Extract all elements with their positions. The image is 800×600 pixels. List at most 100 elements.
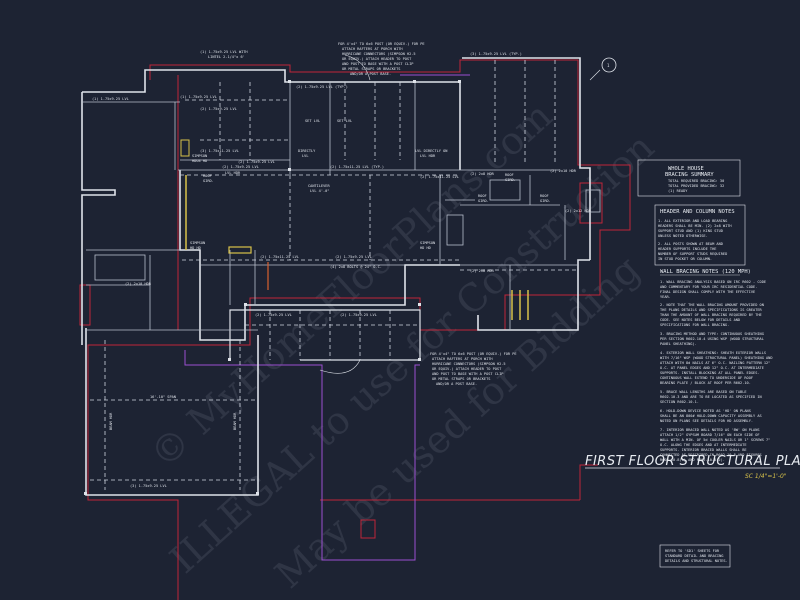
post-10 [256,492,259,495]
wall-notes-n5b: R602.10.3 AND ARE TO BE LOCATED AS SPECI… [660,395,762,399]
top-callout-c: HURRICANE CONNECTORS (SIMPSON H2.5 [342,52,416,56]
wall-notes-heading: WALL BRACING NOTES (120 MPH) [660,269,751,275]
label-truss3: (2) 1.75x9.25 LVL [255,313,292,317]
top-callout-d: OR EQUIV.) ATTACH HEADER TO POST [342,57,412,61]
wall-notes-n6b: SHALL BE AN 800# HOLD-DOWN CAPACITY ASSE… [660,414,762,418]
top-callout-f: OR METAL STRAPS OR BRACKETS [342,67,400,71]
red-outline-2 [579,464,598,500]
beam-lines [90,60,578,490]
label-hdr2: (2) 2x10 HDR [550,169,577,173]
watermark-line2: ILLEGAL to use for Construction [162,125,663,582]
wall-notes-n2c: THAN THE AMOUNT OF WALL BRACING REQUIRED… [660,313,762,317]
bracing-summary-l4: TOTAL PROVIDED BRACING: 32 [668,184,724,188]
label-truss2: (2) 1.75x9.25 LVL [335,255,372,259]
label-span4: (2) 1.75x11.25 LVL [420,175,459,179]
purple-lines [184,74,470,561]
bottom-callout-g: AND/OR A POST BASE. [436,382,477,386]
post-5 [244,303,247,306]
label-roof4b: GIRD. [505,178,516,182]
leader-top [344,54,371,81]
wall-notes-n4g: BEARING PLATE / BLOCK AT ROOF PER R602.1… [660,381,751,385]
header-notes-p2d: IN STUD POCKET OR COLUMN. [658,257,712,261]
bottom-callout-a: FOR 4'x4" TO 6x6 POST (OR EQUIV.) FOR PE [430,352,517,356]
wall-left [81,92,116,345]
top-callout-b: ATTACH RAFTERS AT PORCH WITH [342,47,403,51]
fireplace [446,214,464,246]
title-block: FIRST FLOOR STRUCTURAL PLAN SC 1/4"=1'-0… [585,454,800,480]
post-3 [458,80,461,83]
top-callout-g: AND/OR A POST BASE. [350,72,391,76]
label-direct: LVL DIRECTLY ON [415,149,447,153]
wall-notes-n2d: CODE. SEE NOTES BELOW FOR DETAILS AND [660,318,740,322]
refer-note-l3: DETAILS AND STRUCTURAL NOTES. [665,559,728,563]
bracing-summary-l3: TOTAL REQUIRED BRACING: 30 [668,179,724,183]
wall-notes-n4c: ATTACH WITH 8d NAILS AT 6" O.C. NAILING … [660,361,770,365]
label-roof1: ROOF [203,174,212,178]
label-set1: SET LVL [305,119,320,123]
top-callout-a: FOR 4'x4" TO 6x6 POST (OR EQUIV.) FOR PE [338,42,425,46]
header-notes-heading: HEADER AND COLUMN NOTES [660,209,735,215]
wall-notes-n1d: YEAR. [660,295,671,299]
wall-garage [85,328,259,496]
post-8 [418,358,421,361]
fixtures: 1 [94,57,617,281]
refer-note: REFER TO 'SD1' SHEETS FOR STANDARD DETAI… [659,544,731,568]
label-simpson2: SIMPSON [190,241,205,245]
purple-drive [184,350,420,561]
label-simpson2b: HD HD [190,246,201,250]
label-hdr: (2) 2x8 HDR [470,172,495,176]
wall-notes-n7c: WALL WITH A MIN. OF 5d COOLER NAILS OR 1… [660,438,770,442]
red-rect-left [79,284,91,326]
label-side1: BEAM HDR [109,412,113,430]
wall-notes: WALL BRACING NOTES (120 MPH) 1. WALL BRA… [660,269,773,462]
bottom-callout-b: ATTACH RAFTERS AT PORCH WITH [432,357,493,361]
wall-notes-n4d: O.C. AT PANEL EDGES AND 12" O.C. AT INTE… [660,366,764,370]
wall-notes-n7d: O.C. ALONG THE EDGES AND AT INTERMEDIATE [660,443,747,447]
wall-notes-n6a: 6. HOLD-DOWN DEVICE NOTED AS 'HD' ON PLA… [660,409,751,413]
label-roof3: ROOF [540,194,549,198]
label-roof1b: GIRD. [203,179,214,183]
bracing-summary-l2: BRACING SUMMARY [665,172,714,178]
wall-notes-n7b: ATTACH 1/2" GYPSUM BOARD 7/16" ON EACH S… [660,433,760,437]
header-notes-p2a: 2. ALL POSTS SHOWN AT BEAM AND [658,242,723,246]
label-simpson3b: HD HD [420,246,431,250]
label-set2: SET LVL [337,119,352,123]
header-notes: HEADER AND COLUMN NOTES 1. ALL EXTERIOR … [654,204,746,266]
post-9 [84,492,87,495]
wall-notes-n3a: 3. BRACING METHOD AND TYPE: CONTINUOUS S… [660,332,764,336]
bracing-summary-l5: (1) READY [668,189,688,193]
leader-bubble [589,69,601,81]
header-notes-p1a: 1. ALL EXTERIOR AND LOAD BEARING [658,219,727,223]
label-roof3b: GIRD. [540,199,551,203]
wall-notes-n7a: 7. INTERIOR BRACED WALL NOTED AS 'BW' ON… [660,428,760,432]
closet [489,179,521,201]
bracing-summary-l1: WHOLE HOUSE [668,166,704,172]
header-notes-p1d: UNLESS NOTED OTHERWISE. [658,234,708,238]
label-lvl1: (1) 1.75x9.25 LVL WITH [200,50,248,54]
bottom-callout-e: AND POST TO BASE WITH A POST CLIP [432,372,503,376]
label-lvl7: (3) 1.75x9.25 LVL (TYP.) [470,52,522,56]
label-truss4: (2) 1.75x9.25 LVL [340,313,377,317]
wall-notes-n2a: 2. NOTE THAT THE WALL BRACING AMOUNT PRO… [660,303,764,307]
wall-notes-n1b: AND COMMENTARY FOR YOUR IRC RESIDENTIAL … [660,285,757,289]
wall-notes-n5a: 5. BRACE WALL LENGTHS ARE BASED ON TABLE [660,390,747,394]
leader-bottom [319,359,361,374]
refer-note-l2: STANDARD DETAIL AND BRACING [665,554,723,558]
yellow-features [180,139,529,320]
label-span2: (1) 1.75x9.25 LVL [92,97,129,101]
post-7 [228,358,231,361]
top-callout-e: AND POST TO BASE WITH A POST CLIP [342,62,413,66]
wall-notes-n2b: THE PLANS DETAILS AND SPECIFICATIONS IS … [660,308,763,312]
wall-notes-n4e: SUPPORTS. INSTALL BLOCKING AT ALL PANEL … [660,371,760,375]
label-hdr3: (2) 2x12 HDR [565,209,592,213]
wall-notes-n6c: NOTED ON PLANS SEE DETAILS FOR HD ASSEMB… [660,419,753,423]
label-lvl1b: LINTEL 2-1/4"x 6' [208,55,245,59]
wall-right-lower [477,259,590,331]
post-2 [413,80,416,83]
refer-note-box [659,544,731,568]
fireplace-2 [585,189,601,213]
wall-notes-n3c: PANEL SHEATHING). [660,342,697,346]
red-boundary [79,59,631,600]
